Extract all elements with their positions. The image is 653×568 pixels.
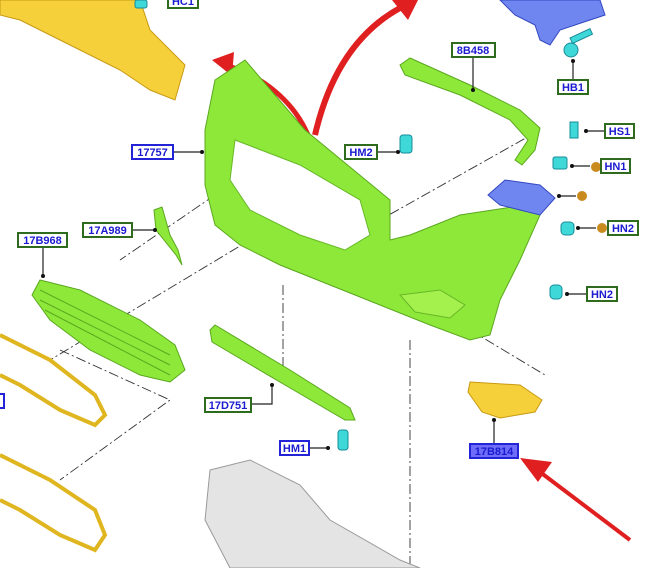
side-bracket: [153, 206, 183, 266]
svg-text:HS1: HS1: [609, 126, 630, 138]
label-17b814-highlighted[interactable]: 17B814: [469, 443, 519, 459]
svg-text:HN2: HN2: [591, 289, 613, 301]
label-hc1[interactable]: HC1: [167, 0, 199, 9]
label-17d751[interactable]: 17D751: [204, 397, 252, 413]
label-hm1[interactable]: HM1: [279, 440, 310, 456]
upper-yellow-bracket: [0, 0, 186, 101]
clip-hm2-icon: [399, 134, 413, 154]
grille-slats: [39, 289, 171, 376]
upper-blue-absorber: [499, 0, 606, 46]
svg-text:HN2: HN2: [612, 223, 634, 235]
svg-text:8B458: 8B458: [457, 45, 489, 57]
bumper-upper-strip: [399, 57, 541, 166]
bumper-opening: [229, 139, 371, 251]
orange-marker-icon: [591, 162, 601, 172]
svg-text:17A989: 17A989: [88, 225, 127, 237]
leader-lines: [41, 57, 605, 450]
label-8b458[interactable]: 8B458: [451, 42, 496, 58]
screw-hs1-icon: [569, 121, 579, 139]
label-hs1[interactable]: HS1: [604, 123, 635, 139]
svg-text:HN1: HN1: [604, 161, 626, 173]
label-hm2[interactable]: HM2: [344, 144, 378, 160]
grille-trim-upper: [0, 333, 108, 428]
svg-text:17B968: 17B968: [23, 235, 62, 247]
svg-text:17757: 17757: [137, 147, 168, 159]
svg-text:HB1: HB1: [562, 82, 584, 94]
label-hn2-upper[interactable]: HN2: [607, 220, 639, 236]
svg-text:17D751: 17D751: [209, 400, 248, 412]
nut-hn2-lower-icon: [549, 284, 563, 300]
label-hn1[interactable]: HN1: [600, 158, 631, 174]
svg-text:HM1: HM1: [283, 443, 306, 455]
orange-marker-icon: [597, 223, 607, 233]
svg-text:17B814: 17B814: [475, 446, 514, 458]
nut-hn2-upper-icon: [560, 221, 575, 236]
label-17a989[interactable]: 17A989: [82, 222, 133, 238]
lower-grille: [31, 279, 186, 383]
lower-lip-strip: [209, 324, 356, 421]
side-mounting-bracket: [487, 179, 556, 216]
label-17757[interactable]: 17757: [131, 144, 174, 160]
front-bumper-cover: [204, 59, 541, 341]
alignment-lines: [49, 9, 546, 568]
label-hb1[interactable]: HB1: [557, 79, 589, 95]
fog-lamp-recess: [398, 289, 466, 319]
clip-hm1-icon: [337, 429, 349, 451]
nut-hn1-icon: [552, 156, 568, 170]
fog-lamp-bezel: [467, 381, 543, 419]
grille-trim-lower: [0, 453, 108, 553]
label-hn2-lower[interactable]: HN2: [586, 286, 618, 302]
clip-hc1-icon: [134, 0, 148, 9]
label-cut-off: [0, 393, 5, 409]
svg-text:HC1: HC1: [172, 0, 194, 8]
orange-marker-icon: [577, 191, 587, 201]
label-17b968[interactable]: 17B968: [17, 232, 68, 248]
svg-text:HM2: HM2: [349, 147, 372, 159]
fasteners: [134, 0, 607, 451]
bolt-hb1-icon: [563, 42, 579, 58]
engine-undershield: [204, 459, 421, 568]
